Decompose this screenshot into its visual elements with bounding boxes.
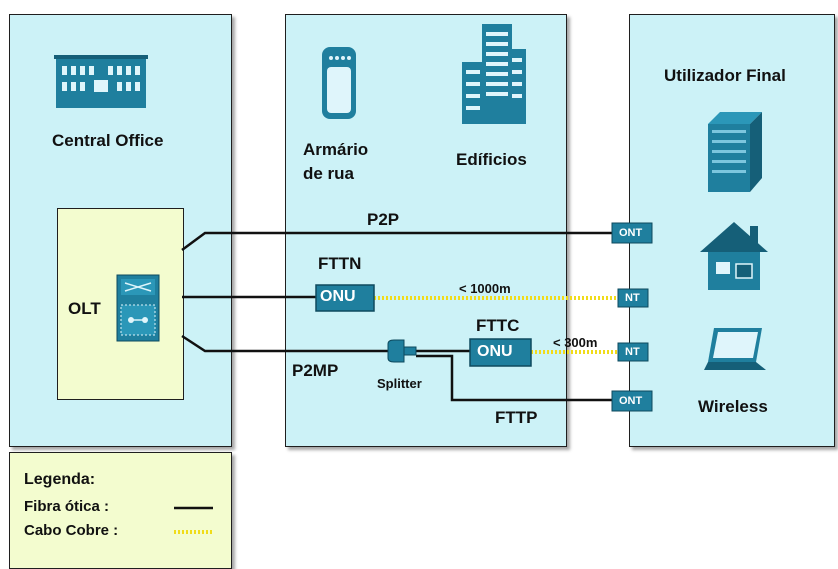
onu-label-1: ONU <box>320 288 356 305</box>
ont-box-2 <box>611 390 653 412</box>
cabinet-label-line1: Armário <box>303 140 369 159</box>
onu-label-2: ONU <box>477 343 513 360</box>
skyscraper-icon <box>462 24 526 124</box>
legend-copper-label: Cabo Cobre : <box>24 522 119 539</box>
fttn-label: FTTN <box>318 254 362 273</box>
dist-1000-label: < 1000m <box>459 281 511 296</box>
office-tower-icon <box>708 112 762 192</box>
fiber-p2p <box>181 231 612 252</box>
ont-label-2: ONT <box>619 395 643 407</box>
olt-label: OLT <box>68 299 101 318</box>
building-icon <box>54 55 148 108</box>
splitter-icon <box>387 339 417 363</box>
nt-box-2 <box>617 342 649 362</box>
fttp-label: FTTP <box>495 408 538 427</box>
central-office-title: Central Office <box>52 131 164 150</box>
legend-title: Legenda: <box>24 471 96 488</box>
cabinet-label-line2: de rua <box>303 164 355 183</box>
end-user-title: Utilizador Final <box>664 66 786 85</box>
p2mp-label: P2MP <box>292 361 339 380</box>
nt-label-2: NT <box>625 346 640 358</box>
onu-box-1 <box>315 284 375 312</box>
splitter-label: Splitter <box>377 376 422 391</box>
nt-label-1: NT <box>625 292 640 304</box>
olt-switch-icon <box>116 274 160 342</box>
legend-panel <box>9 452 232 569</box>
nt-box-1 <box>617 288 649 308</box>
dist-300-label: < 300m <box>553 335 598 350</box>
laptop-icon <box>704 328 766 370</box>
wireless-label: Wireless <box>698 397 768 416</box>
ont-box-1 <box>611 222 653 244</box>
buildings-label: Edíficios <box>456 150 527 169</box>
onu-box-2 <box>469 338 532 367</box>
ont-label-1: ONT <box>619 227 643 239</box>
fiber-p2mp <box>181 334 388 353</box>
fiber-splitter-fttp <box>416 354 612 402</box>
street-cabinet-icon <box>322 47 356 119</box>
legend-fiber-label: Fibra ótica : <box>24 498 110 515</box>
house-icon <box>700 222 768 290</box>
p2p-label: P2P <box>367 210 400 229</box>
fttc-label: FTTC <box>476 316 520 335</box>
